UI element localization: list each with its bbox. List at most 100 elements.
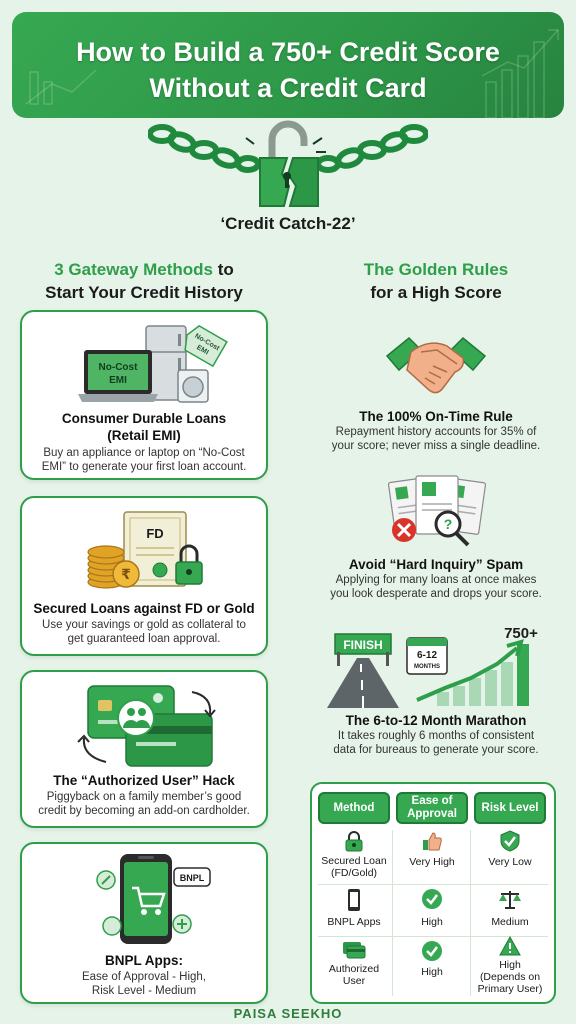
left-column-heading: 3 Gateway Methods to Start Your Credit H… xyxy=(20,258,268,304)
method-desc-line-1: Buy an appliance or laptop on “No-Cost xyxy=(43,447,245,459)
method-cell-line-1: BNPL Apps xyxy=(327,916,381,928)
table-row-2-risk: Medium xyxy=(472,888,548,928)
column-header-method: Method xyxy=(318,792,390,824)
table-row-2-method: BNPL Apps xyxy=(316,888,392,928)
no-cost-emi-screen-text-2: EMI xyxy=(109,375,127,386)
cards-icon xyxy=(343,942,366,959)
rule-description: It takes roughly 6 months of consistent … xyxy=(304,729,568,757)
heading-line-1: The Golden Rules xyxy=(363,260,509,279)
balance-scale-icon xyxy=(499,891,521,909)
column-divider xyxy=(470,830,471,996)
table-row-1-risk: Very Low xyxy=(472,830,548,868)
table-row-3-risk: High (Depends on Primary User) xyxy=(472,936,548,995)
method-title: BNPL Apps: xyxy=(26,952,262,969)
heading-highlight: 3 Gateway Methods xyxy=(54,260,213,279)
thumbs-up-icon xyxy=(423,832,442,851)
method-desc-line-2: EMI” to generate your first loan account… xyxy=(41,461,247,473)
title-line-2: Without a Credit Card xyxy=(149,73,427,103)
padlock-icon xyxy=(345,831,363,852)
row-divider xyxy=(318,936,548,937)
risk-cell-text: Very Low xyxy=(488,856,532,868)
method-desc-line-2: get guaranteed loan approval. xyxy=(67,633,221,645)
rule-description: Applying for many loans at once makes yo… xyxy=(304,573,568,601)
method-card-secured-loans: FD ₹ Secured Loans against FD or Gold Us… xyxy=(20,496,268,656)
shield-check-icon xyxy=(500,830,520,852)
method-card-bnpl: BNPL BNPL Apps: Ease of Approval - High,… xyxy=(20,842,268,1004)
method-title-line-2: (Retail EMI) xyxy=(107,428,181,443)
method-desc-line-2: credit by becoming an add-on cardholder. xyxy=(38,805,250,817)
method-title: Consumer Durable Loans (Retail EMI) xyxy=(26,410,262,444)
column-header-risk: Risk Level xyxy=(474,792,546,824)
no-cost-emi-screen-text-1: No-Cost xyxy=(99,362,139,373)
ease-cell-text: High xyxy=(421,966,443,978)
rule-title: The 100% On-Time Rule xyxy=(359,409,513,424)
ease-cell-text: High xyxy=(421,916,443,928)
column-divider xyxy=(392,830,393,996)
finish-banner-text: FINISH xyxy=(343,638,382,652)
method-cell-line-2: (FD/Gold) xyxy=(330,867,378,879)
table-row-2-ease: High xyxy=(394,888,470,928)
brand-footer: PAISA SEEKHO xyxy=(233,1006,343,1021)
method-description: Buy an appliance or laptop on “No-Cost E… xyxy=(28,446,260,474)
method-cell-line-2: User xyxy=(342,975,366,987)
rule-desc-line-1: It takes roughly 6 months of consistent xyxy=(337,730,535,742)
ease-header-line-2: Approval xyxy=(407,808,457,820)
heading-rest: to xyxy=(212,260,234,279)
check-circle-icon xyxy=(422,941,442,961)
column-header-ease: Ease of Approval xyxy=(396,792,468,824)
rupee-coin-symbol: ₹ xyxy=(121,567,131,583)
calendar-text-1: 6-12 xyxy=(417,650,437,661)
check-circle-icon xyxy=(422,889,442,909)
gold-coins-fd-icon: FD ₹ xyxy=(87,511,203,589)
rule-title: The 6-to-12 Month Marathon xyxy=(345,713,527,728)
risk-cell-line-3: Primary User) xyxy=(477,983,543,995)
ease-cell-text: Very High xyxy=(409,856,455,868)
table-row-3-ease: High xyxy=(394,940,470,978)
heading-line-2: Start Your Credit History xyxy=(45,283,243,302)
method-description: Ease of Approval - High, Risk Level - Me… xyxy=(28,970,260,998)
rule-desc-line-1: Repayment history accounts for 35% of xyxy=(335,426,537,438)
rule-desc-line-2: your score; never miss a single deadline… xyxy=(331,440,541,452)
bnpl-phone-icon: BNPL xyxy=(96,854,211,944)
table-row-1-ease: Very High xyxy=(394,830,470,868)
method-title-line-1: The “Authorized User” Hack xyxy=(53,773,235,788)
ease-header-line-1: Ease of xyxy=(411,795,453,807)
phone-icon xyxy=(348,889,360,911)
hard-inquiry-icon: ? xyxy=(387,475,487,547)
page-title: How to Build a 750+ Credit Score Without… xyxy=(12,34,564,106)
rule-hard-inquiry: ? Avoid “Hard Inquiry” Spam Applying for… xyxy=(304,472,568,601)
table-row-1-method: Secured Loan (FD/Gold) xyxy=(316,830,392,879)
svg-text:?: ? xyxy=(444,516,453,532)
method-desc-line-1: Piggyback on a family member’s good xyxy=(46,791,242,803)
rule-desc-line-1: Applying for many loans at once makes xyxy=(335,574,537,586)
growth-chart-decoration-icon xyxy=(25,29,559,118)
rule-marathon: FINISH 6-12 MONTHS 750+ The 6-to-12 Mont… xyxy=(304,622,568,757)
risk-cell-line-2: (Depends on xyxy=(479,971,541,983)
method-desc-line-1: Ease of Approval - High, xyxy=(81,971,206,983)
appliances-icon: No-Cost EMI No-Cost EMI xyxy=(78,324,228,403)
method-title: Secured Loans against FD or Gold xyxy=(26,600,262,617)
risk-cell-text: Medium xyxy=(491,916,529,928)
title-banner: How to Build a 750+ Credit Score Without… xyxy=(12,12,564,118)
broken-chain-padlock-icon xyxy=(148,120,428,207)
rule-title: Avoid “Hard Inquiry” Spam xyxy=(348,557,524,572)
method-cell-line-1: Secured Loan xyxy=(321,855,387,867)
table-row-3-method: Authorized User xyxy=(316,940,392,987)
method-cell-line-1: Authorized xyxy=(328,963,380,975)
calendar-text-2: MONTHS xyxy=(414,664,440,670)
rule-on-time: The 100% On-Time Rule Repayment history … xyxy=(304,316,568,453)
risk-cell-line-1: High xyxy=(499,959,521,971)
method-card-authorized-user: The “Authorized User” Hack Piggyback on … xyxy=(20,670,268,828)
heading-line-2: for a High Score xyxy=(370,283,502,302)
method-desc-line-1: Use your savings or gold as collateral t… xyxy=(42,619,246,631)
right-column-heading: The Golden Rules for a High Score xyxy=(304,258,568,304)
rule-desc-line-2: data for bureaus to generate your score. xyxy=(333,744,539,756)
method-title: The “Authorized User” Hack xyxy=(26,772,262,789)
fd-document-text: FD xyxy=(146,526,163,541)
shared-cards-icon xyxy=(77,685,216,767)
rule-desc-line-2: you look desperate and drops your score. xyxy=(330,588,542,600)
score-750-text: 750+ xyxy=(504,625,538,642)
marathon-road-icon: FINISH 6-12 MONTHS 750+ xyxy=(327,625,538,708)
warning-icon xyxy=(499,936,521,956)
credit-catch-22-label: ‘Credit Catch-22’ xyxy=(220,214,356,233)
